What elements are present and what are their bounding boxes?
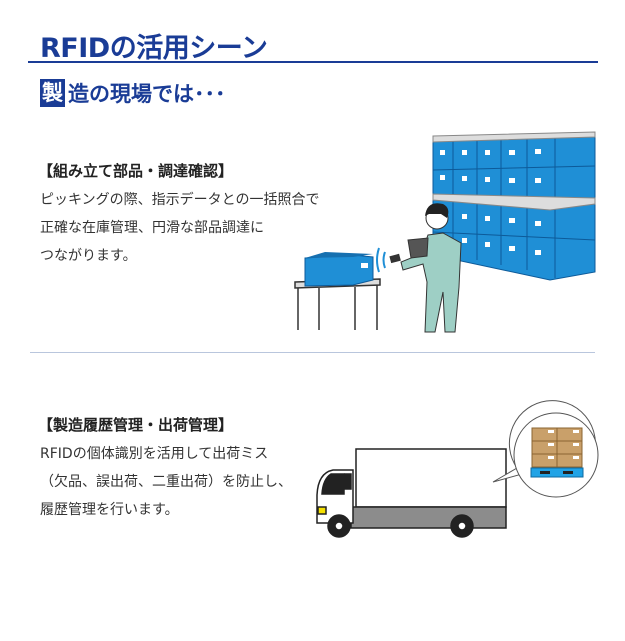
section-2-line: （欠品、誤出荷、二重出荷）を防止し、 <box>40 474 292 490</box>
rfid-signal-icon <box>376 247 386 273</box>
cardboard-box-blue <box>304 252 374 287</box>
section-2-heading: 【製造履歴管理・出荷管理】 <box>38 416 234 434</box>
section-2-line: 履歴管理を行います。 <box>40 502 179 518</box>
section-divider <box>30 352 595 353</box>
truck-illustration <box>316 400 599 538</box>
section-1-line: 正確な在庫管理、円滑な部品調達に <box>40 220 264 236</box>
section-1-line: つながります。 <box>40 248 137 264</box>
truck <box>316 448 507 538</box>
page-title: RFIDの活用シーン <box>40 33 268 64</box>
subtitle-text: 造の現場では･･･ <box>68 82 226 106</box>
title-rule <box>28 61 598 63</box>
worker-figure <box>389 203 462 333</box>
section-1-line: ピッキングの際、指示データとの一括照合で <box>40 192 320 208</box>
warehouse-illustration <box>294 131 596 333</box>
pallet-of-boxes <box>530 427 584 478</box>
section-2-body: RFIDの個体識別を活用して出荷ミス （欠品、誤出荷、二重出荷）を防止し、 履歴… <box>40 440 292 524</box>
subtitle-badge: 製 <box>40 79 65 107</box>
section-1-heading: 【組み立て部品・調達確認】 <box>38 162 234 180</box>
section-1-body: ピッキングの際、指示データとの一括照合で 正確な在庫管理、円滑な部品調達に つな… <box>40 186 319 270</box>
table <box>294 278 381 330</box>
shelf-boxes <box>432 131 596 281</box>
subtitle: 製 造の現場では･･･ <box>40 78 226 108</box>
section-2-line: RFIDの個体識別を活用して出荷ミス <box>40 446 269 462</box>
